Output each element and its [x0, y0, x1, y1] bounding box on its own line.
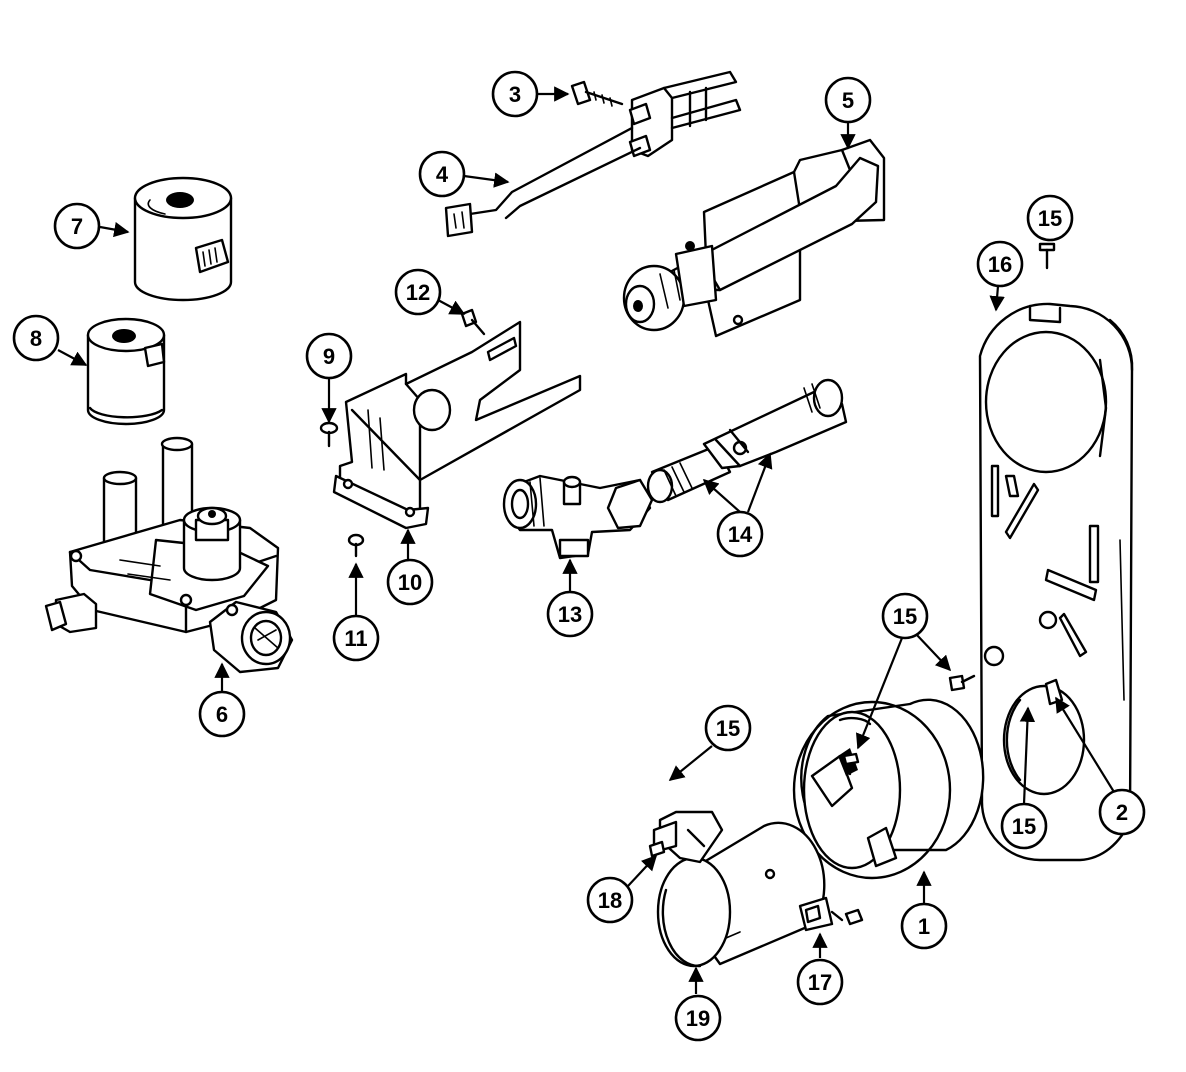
- callout-2: 2: [1098, 788, 1146, 836]
- part-18-flame-sensor[interactable]: [652, 810, 724, 864]
- callout-5: 5: [824, 76, 872, 124]
- part-12-screw[interactable]: [460, 308, 486, 336]
- callout-4: 4: [418, 150, 466, 198]
- callout-7: 7: [53, 202, 101, 250]
- svg-text:10: 10: [398, 570, 422, 595]
- svg-text:9: 9: [323, 344, 335, 369]
- svg-text:14: 14: [728, 522, 753, 547]
- svg-text:5: 5: [842, 88, 854, 113]
- callout-15-housing: 15: [1000, 802, 1048, 850]
- callout-15-bracket: 15: [704, 704, 752, 752]
- part-15-screw-bracket[interactable]: [648, 840, 666, 858]
- part-11-screw[interactable]: [347, 533, 365, 558]
- part-8-solenoid-coil[interactable]: [86, 317, 166, 426]
- part-13-elbow-fitting[interactable]: [502, 474, 654, 560]
- svg-text:12: 12: [406, 280, 430, 305]
- callout-17: 17: [796, 958, 844, 1006]
- svg-text:7: 7: [71, 214, 83, 239]
- part-17-limit-switch[interactable]: [798, 896, 864, 932]
- part-4-igniter[interactable]: [444, 70, 742, 238]
- svg-text:17: 17: [808, 970, 832, 995]
- callout-9: 9: [305, 332, 353, 380]
- callout-15-middle: 15: [881, 592, 929, 640]
- svg-text:16: 16: [988, 252, 1012, 277]
- part-9-screw[interactable]: [319, 421, 339, 448]
- svg-text:8: 8: [30, 326, 42, 351]
- part-3-screw[interactable]: [570, 80, 624, 107]
- part-15-screw-cylinder[interactable]: [842, 752, 860, 776]
- callout-6: 6: [198, 690, 246, 738]
- part-1-combustion-cylinder[interactable]: [792, 698, 985, 880]
- svg-text:11: 11: [344, 626, 367, 651]
- svg-text:4: 4: [436, 162, 449, 187]
- callout-11: 11: [332, 614, 380, 662]
- svg-text:18: 18: [598, 888, 622, 913]
- part-16-heater-housing[interactable]: [978, 302, 1134, 862]
- callout-16: 16: [976, 240, 1024, 288]
- callout-8: 8: [12, 314, 60, 362]
- svg-text:15: 15: [893, 604, 917, 629]
- part-6-gas-valve[interactable]: [44, 436, 294, 674]
- callout-10: 10: [386, 558, 434, 606]
- svg-text:15: 15: [1038, 206, 1062, 231]
- svg-text:15: 15: [1012, 814, 1036, 839]
- callout-1: 1: [900, 902, 948, 950]
- svg-text:1: 1: [918, 914, 930, 939]
- callout-3: 3: [491, 70, 539, 118]
- svg-text:6: 6: [216, 702, 228, 727]
- part-5-burner-tube[interactable]: [622, 138, 886, 338]
- svg-text:2: 2: [1116, 800, 1128, 825]
- svg-text:15: 15: [716, 716, 740, 741]
- part-7-solenoid-coil[interactable]: [133, 176, 233, 302]
- svg-text:3: 3: [509, 82, 521, 107]
- svg-text:13: 13: [558, 602, 582, 627]
- part-15-screw-middle[interactable]: [948, 674, 976, 692]
- part-15-screw-top[interactable]: [1038, 242, 1056, 270]
- callout-18: 18: [586, 876, 634, 924]
- callout-15-top: 15: [1026, 194, 1074, 242]
- callout-19: 19: [674, 994, 722, 1042]
- callout-12: 12: [394, 268, 442, 316]
- svg-text:19: 19: [686, 1006, 710, 1031]
- part-10-bracket[interactable]: [332, 320, 582, 530]
- leader-lines: [57, 86, 1115, 994]
- part-14-pipe-nipple[interactable]: [646, 378, 848, 504]
- callout-13: 13: [546, 590, 594, 638]
- callout-14: 14: [716, 510, 764, 558]
